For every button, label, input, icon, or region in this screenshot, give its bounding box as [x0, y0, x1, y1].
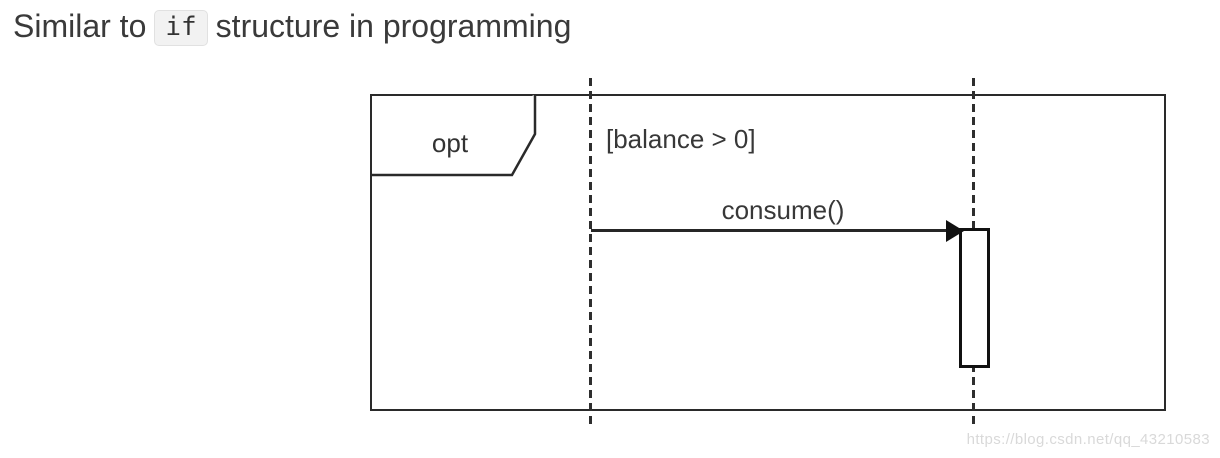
heading-prefix: Similar to	[13, 8, 147, 44]
opt-pentagon	[370, 94, 537, 177]
heading-suffix: structure in programming	[215, 8, 572, 44]
inline-code-if: if	[154, 10, 208, 46]
guard-condition-label: [balance > 0]	[606, 124, 756, 154]
lifeline-left	[589, 78, 592, 427]
fragment-operator-label: opt	[431, 128, 469, 158]
message-label: consume()	[721, 195, 845, 225]
arrowhead-icon	[946, 220, 964, 242]
fragment-frame	[370, 94, 1166, 411]
activation-bar	[959, 228, 990, 368]
watermark-url: https://blog.csdn.net/qq_43210583	[966, 431, 1210, 448]
message-arrow-line	[591, 229, 950, 232]
